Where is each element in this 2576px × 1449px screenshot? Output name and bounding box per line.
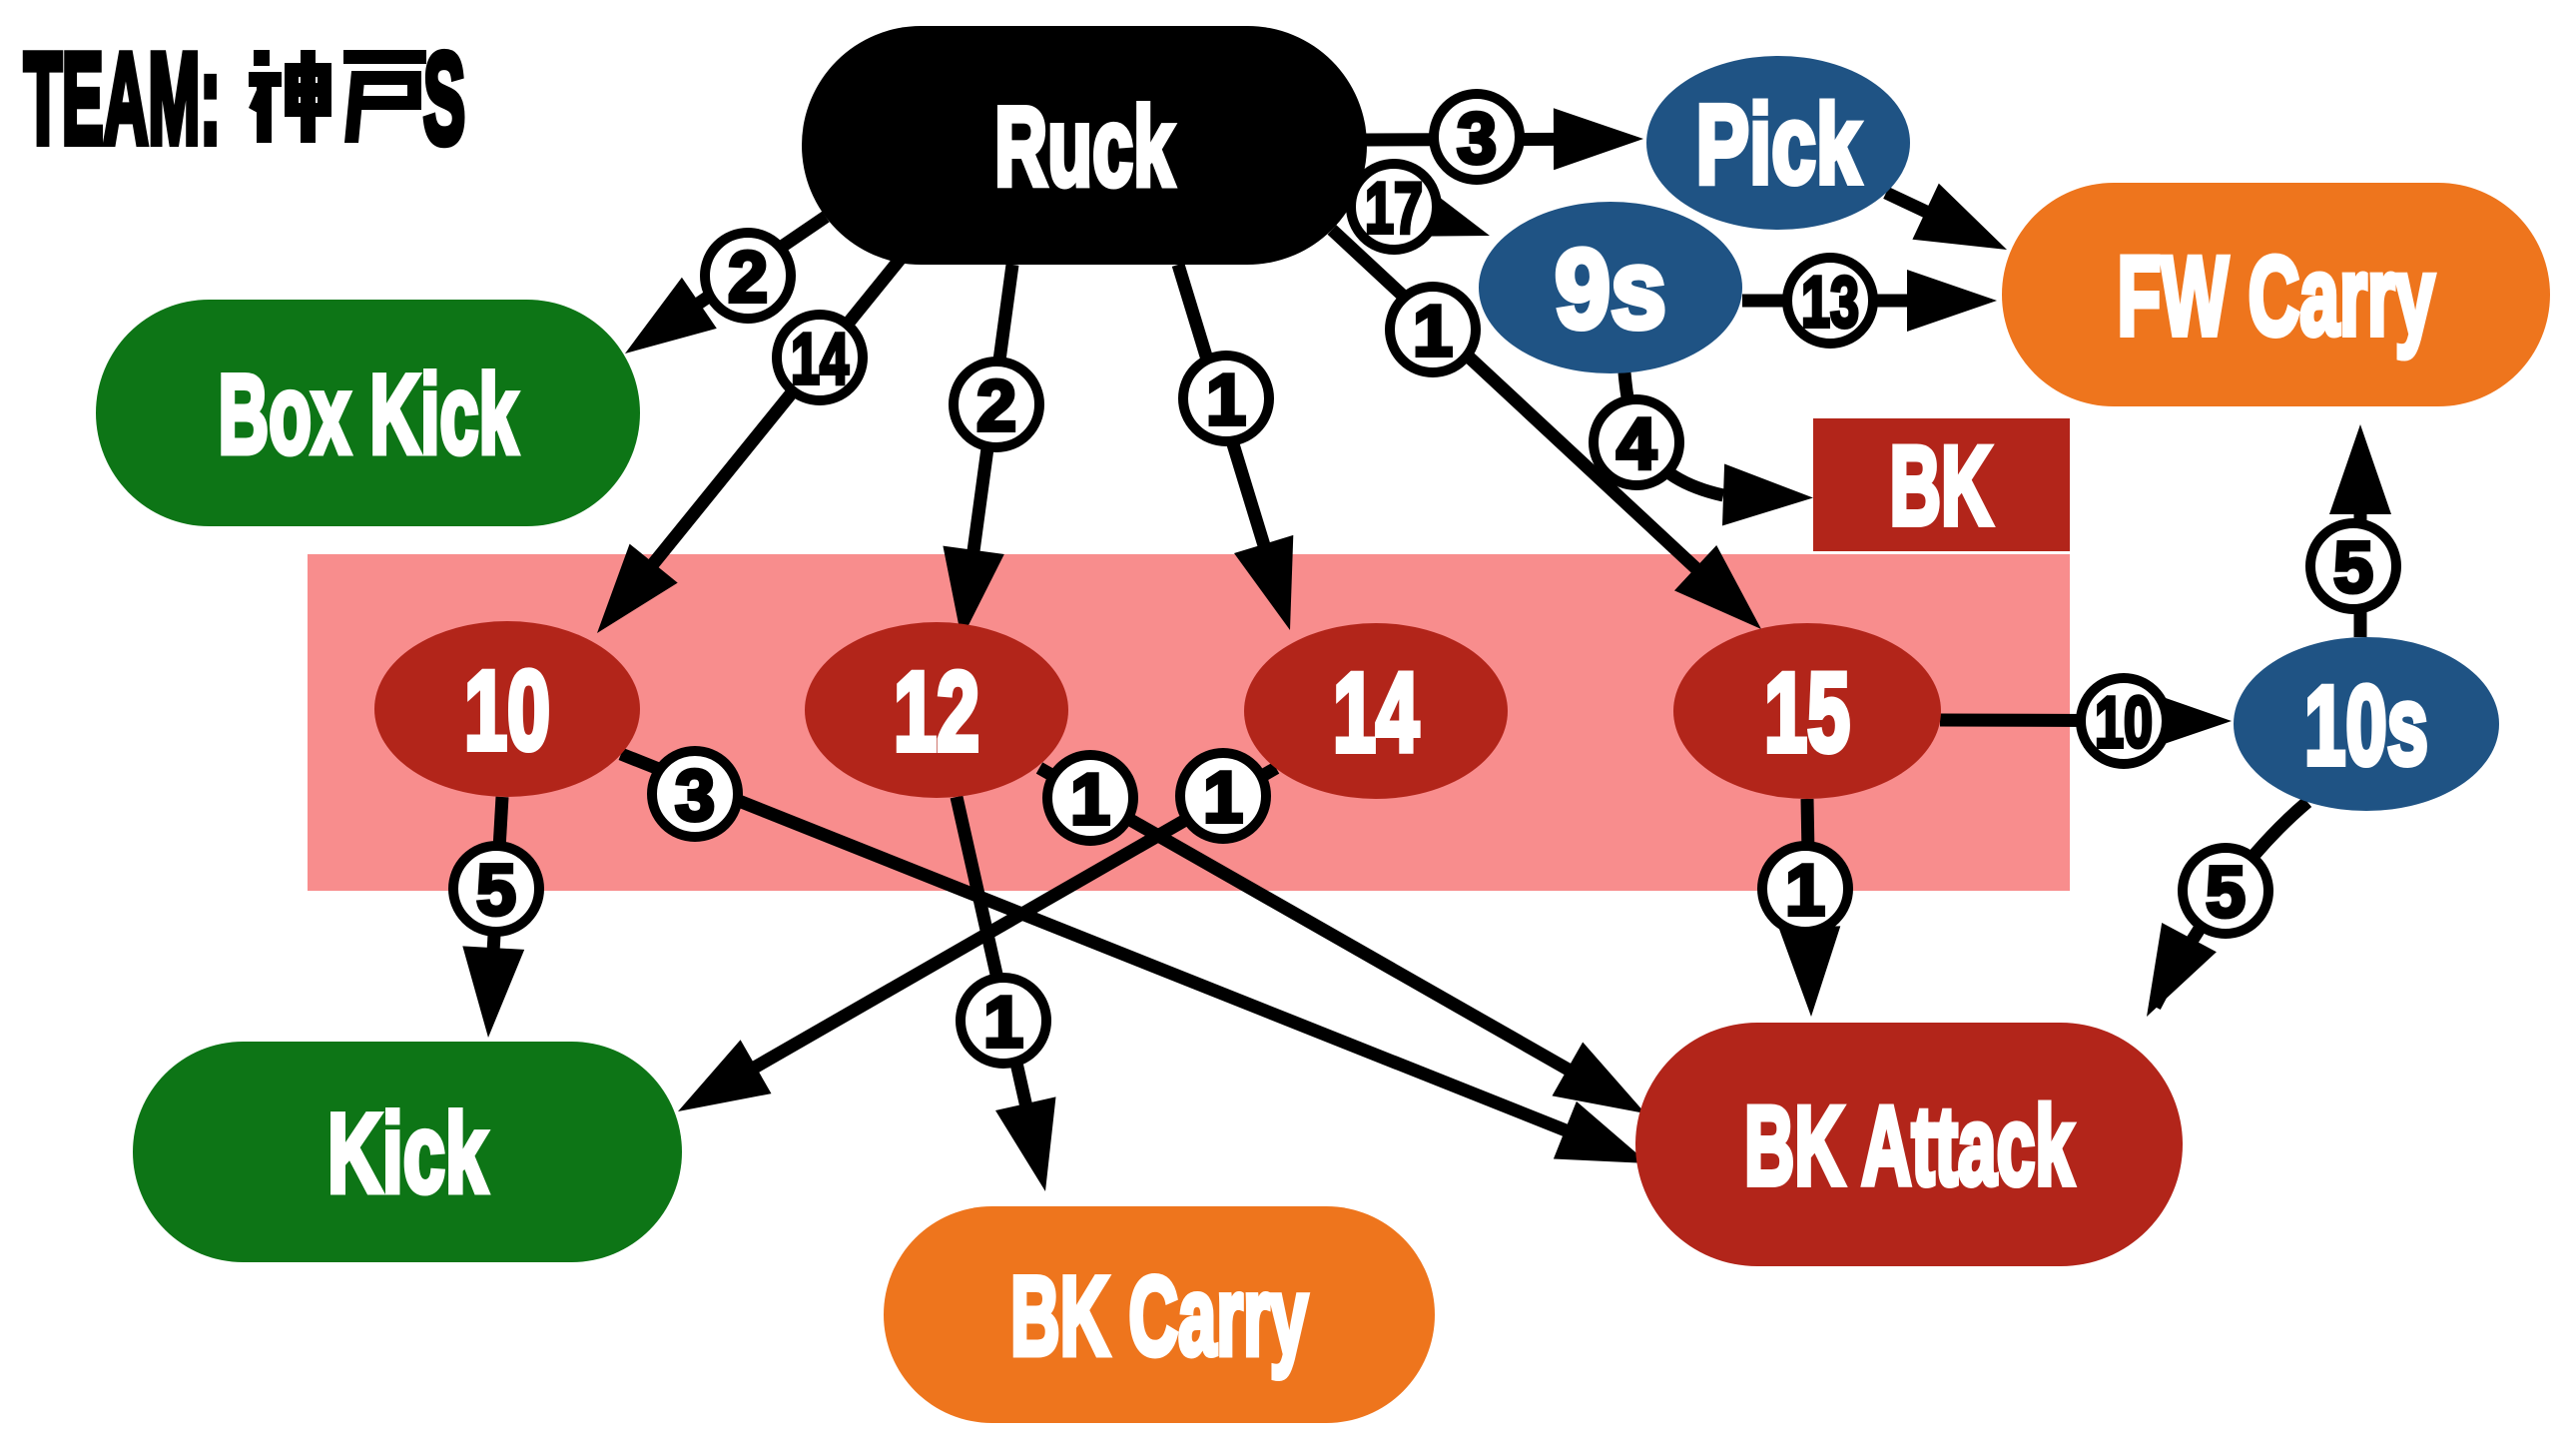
svg-text:14: 14 xyxy=(791,320,849,399)
svg-text:15: 15 xyxy=(1764,650,1850,775)
svg-text:13: 13 xyxy=(1801,263,1859,343)
svg-text:9s: 9s xyxy=(1555,227,1666,352)
svg-text:Box Kick: Box Kick xyxy=(219,353,518,477)
svg-text:Kick: Kick xyxy=(327,1091,487,1216)
svg-text:10: 10 xyxy=(2095,683,2153,763)
svg-text:14: 14 xyxy=(1333,650,1419,775)
svg-text:1: 1 xyxy=(1203,758,1243,838)
svg-text:4: 4 xyxy=(1616,404,1656,484)
svg-text:1: 1 xyxy=(983,983,1023,1063)
svg-text:17: 17 xyxy=(1365,169,1423,249)
svg-text:BK Carry: BK Carry xyxy=(1010,1254,1308,1379)
svg-text:BK: BK xyxy=(1890,423,1993,548)
svg-text:Pick: Pick xyxy=(1696,82,1862,207)
svg-text:S: S xyxy=(423,27,465,171)
svg-text:FW Carry: FW Carry xyxy=(2118,234,2435,359)
svg-text:TEAM:: TEAM: xyxy=(24,27,221,171)
svg-text:2: 2 xyxy=(728,238,768,318)
svg-text:5: 5 xyxy=(2206,853,2246,933)
svg-text:3: 3 xyxy=(675,756,715,836)
svg-text:3: 3 xyxy=(1457,99,1497,179)
svg-text:1: 1 xyxy=(1070,760,1110,840)
svg-text:1: 1 xyxy=(1413,292,1453,371)
svg-text:12: 12 xyxy=(894,649,979,774)
svg-text:BK Attack: BK Attack xyxy=(1744,1084,2074,1208)
svg-text:10: 10 xyxy=(464,648,550,773)
svg-text:10s: 10s xyxy=(2304,663,2428,788)
svg-text:5: 5 xyxy=(476,851,516,931)
svg-text:1: 1 xyxy=(1785,851,1825,931)
svg-text:Ruck: Ruck xyxy=(994,85,1174,210)
svg-text:1: 1 xyxy=(1206,361,1246,440)
svg-text:5: 5 xyxy=(2333,528,2373,608)
svg-text:2: 2 xyxy=(976,366,1016,446)
